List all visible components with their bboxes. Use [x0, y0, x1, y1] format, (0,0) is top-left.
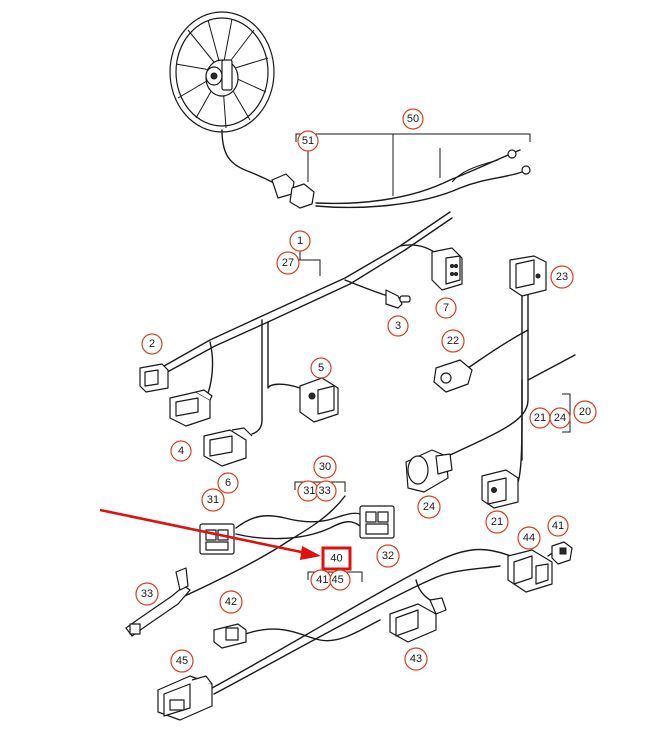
callout-51[interactable]: 51	[297, 130, 319, 152]
connector-7	[431, 247, 463, 291]
connector-23	[509, 255, 547, 297]
part-41	[551, 541, 573, 565]
callout-40-label: 40	[330, 553, 342, 565]
callout-31-33[interactable]: 31 33	[297, 480, 337, 502]
callout-2[interactable]: 2	[141, 333, 163, 355]
callout-24a-label: 24	[554, 412, 566, 424]
callout-30[interactable]: 30	[313, 455, 337, 479]
connector-5	[299, 377, 339, 423]
sensor-22	[433, 359, 473, 393]
callout-43-label: 43	[410, 653, 422, 665]
callout-27-label: 27	[282, 257, 294, 269]
callout-31-33-label: 31 33	[303, 485, 331, 497]
callout-5[interactable]: 5	[310, 357, 332, 379]
callout-40-highlighted[interactable]: 40	[321, 546, 352, 571]
callout-21a[interactable]: 21	[529, 407, 551, 429]
connector-45	[157, 675, 213, 721]
callout-7-label: 7	[443, 302, 449, 314]
callout-24b-label: 24	[423, 501, 435, 513]
callout-1-label: 1	[297, 235, 303, 247]
connector-32	[359, 505, 395, 539]
callout-21a-label: 21	[534, 412, 546, 424]
callout-44-label: 44	[523, 532, 535, 544]
connector-44	[507, 549, 553, 593]
callout-43[interactable]: 43	[404, 647, 428, 671]
bracket-33	[125, 567, 191, 637]
harness-30	[175, 481, 363, 601]
callout-21b-label: 21	[491, 516, 503, 528]
callout-20[interactable]: 20	[573, 400, 597, 424]
callout-21b[interactable]: 21	[485, 510, 509, 534]
callout-5-label: 5	[318, 362, 324, 374]
connector-2	[139, 363, 169, 393]
callout-22-label: 22	[447, 335, 459, 347]
callout-23[interactable]: 23	[550, 265, 574, 289]
callout-3[interactable]: 3	[387, 315, 409, 337]
callout-41-label: 41	[552, 520, 564, 532]
harness-20	[449, 284, 576, 483]
callout-32[interactable]: 32	[376, 544, 400, 568]
callout-50-label: 50	[407, 113, 419, 125]
callout-6-label: 6	[225, 477, 231, 489]
sensor-24	[405, 449, 453, 493]
callout-45[interactable]: 45	[170, 649, 194, 673]
callout-41-45-label: 41 45	[316, 574, 344, 586]
callout-51-label: 51	[302, 135, 314, 147]
connector-42	[213, 623, 247, 649]
callout-23-label: 23	[556, 271, 568, 283]
callout-22[interactable]: 22	[441, 329, 465, 353]
callout-6[interactable]: 6	[217, 472, 239, 494]
fan-plug	[271, 173, 315, 209]
connector-4	[169, 389, 213, 427]
sensor-3	[385, 289, 411, 309]
connector-31	[199, 523, 235, 555]
callout-42[interactable]: 42	[219, 590, 243, 614]
callout-30-label: 30	[319, 461, 331, 473]
callout-42-label: 42	[225, 596, 237, 608]
callout-31-label: 31	[207, 494, 219, 506]
callout-45-label: 45	[176, 655, 188, 667]
highlight-arrow	[99, 508, 321, 560]
callout-24b[interactable]: 24	[417, 495, 441, 519]
callout-24a[interactable]: 24	[549, 407, 571, 429]
fan-wire	[221, 129, 281, 187]
callout-33[interactable]: 33	[135, 582, 159, 606]
harness-50	[295, 133, 531, 209]
callout-20-label: 20	[579, 406, 591, 418]
callout-31[interactable]: 31	[201, 488, 225, 512]
callout-27[interactable]: 27	[276, 251, 300, 275]
connector-43	[389, 597, 447, 643]
callout-4[interactable]: 4	[170, 440, 192, 462]
callout-7[interactable]: 7	[435, 297, 457, 319]
radiator-fan	[169, 11, 275, 133]
callout-2-label: 2	[149, 338, 155, 350]
callout-41-45[interactable]: 41 45	[310, 569, 351, 591]
connector-21	[481, 469, 519, 509]
callout-4-label: 4	[178, 445, 184, 457]
callout-1[interactable]: 1	[289, 230, 311, 252]
callout-50[interactable]: 50	[402, 108, 424, 130]
connector-6	[203, 427, 253, 467]
callout-32-label: 32	[382, 550, 394, 562]
callout-3-label: 3	[395, 320, 401, 332]
callout-33-label: 33	[141, 588, 153, 600]
callout-44[interactable]: 44	[517, 526, 541, 550]
callout-41[interactable]: 41	[547, 515, 569, 537]
